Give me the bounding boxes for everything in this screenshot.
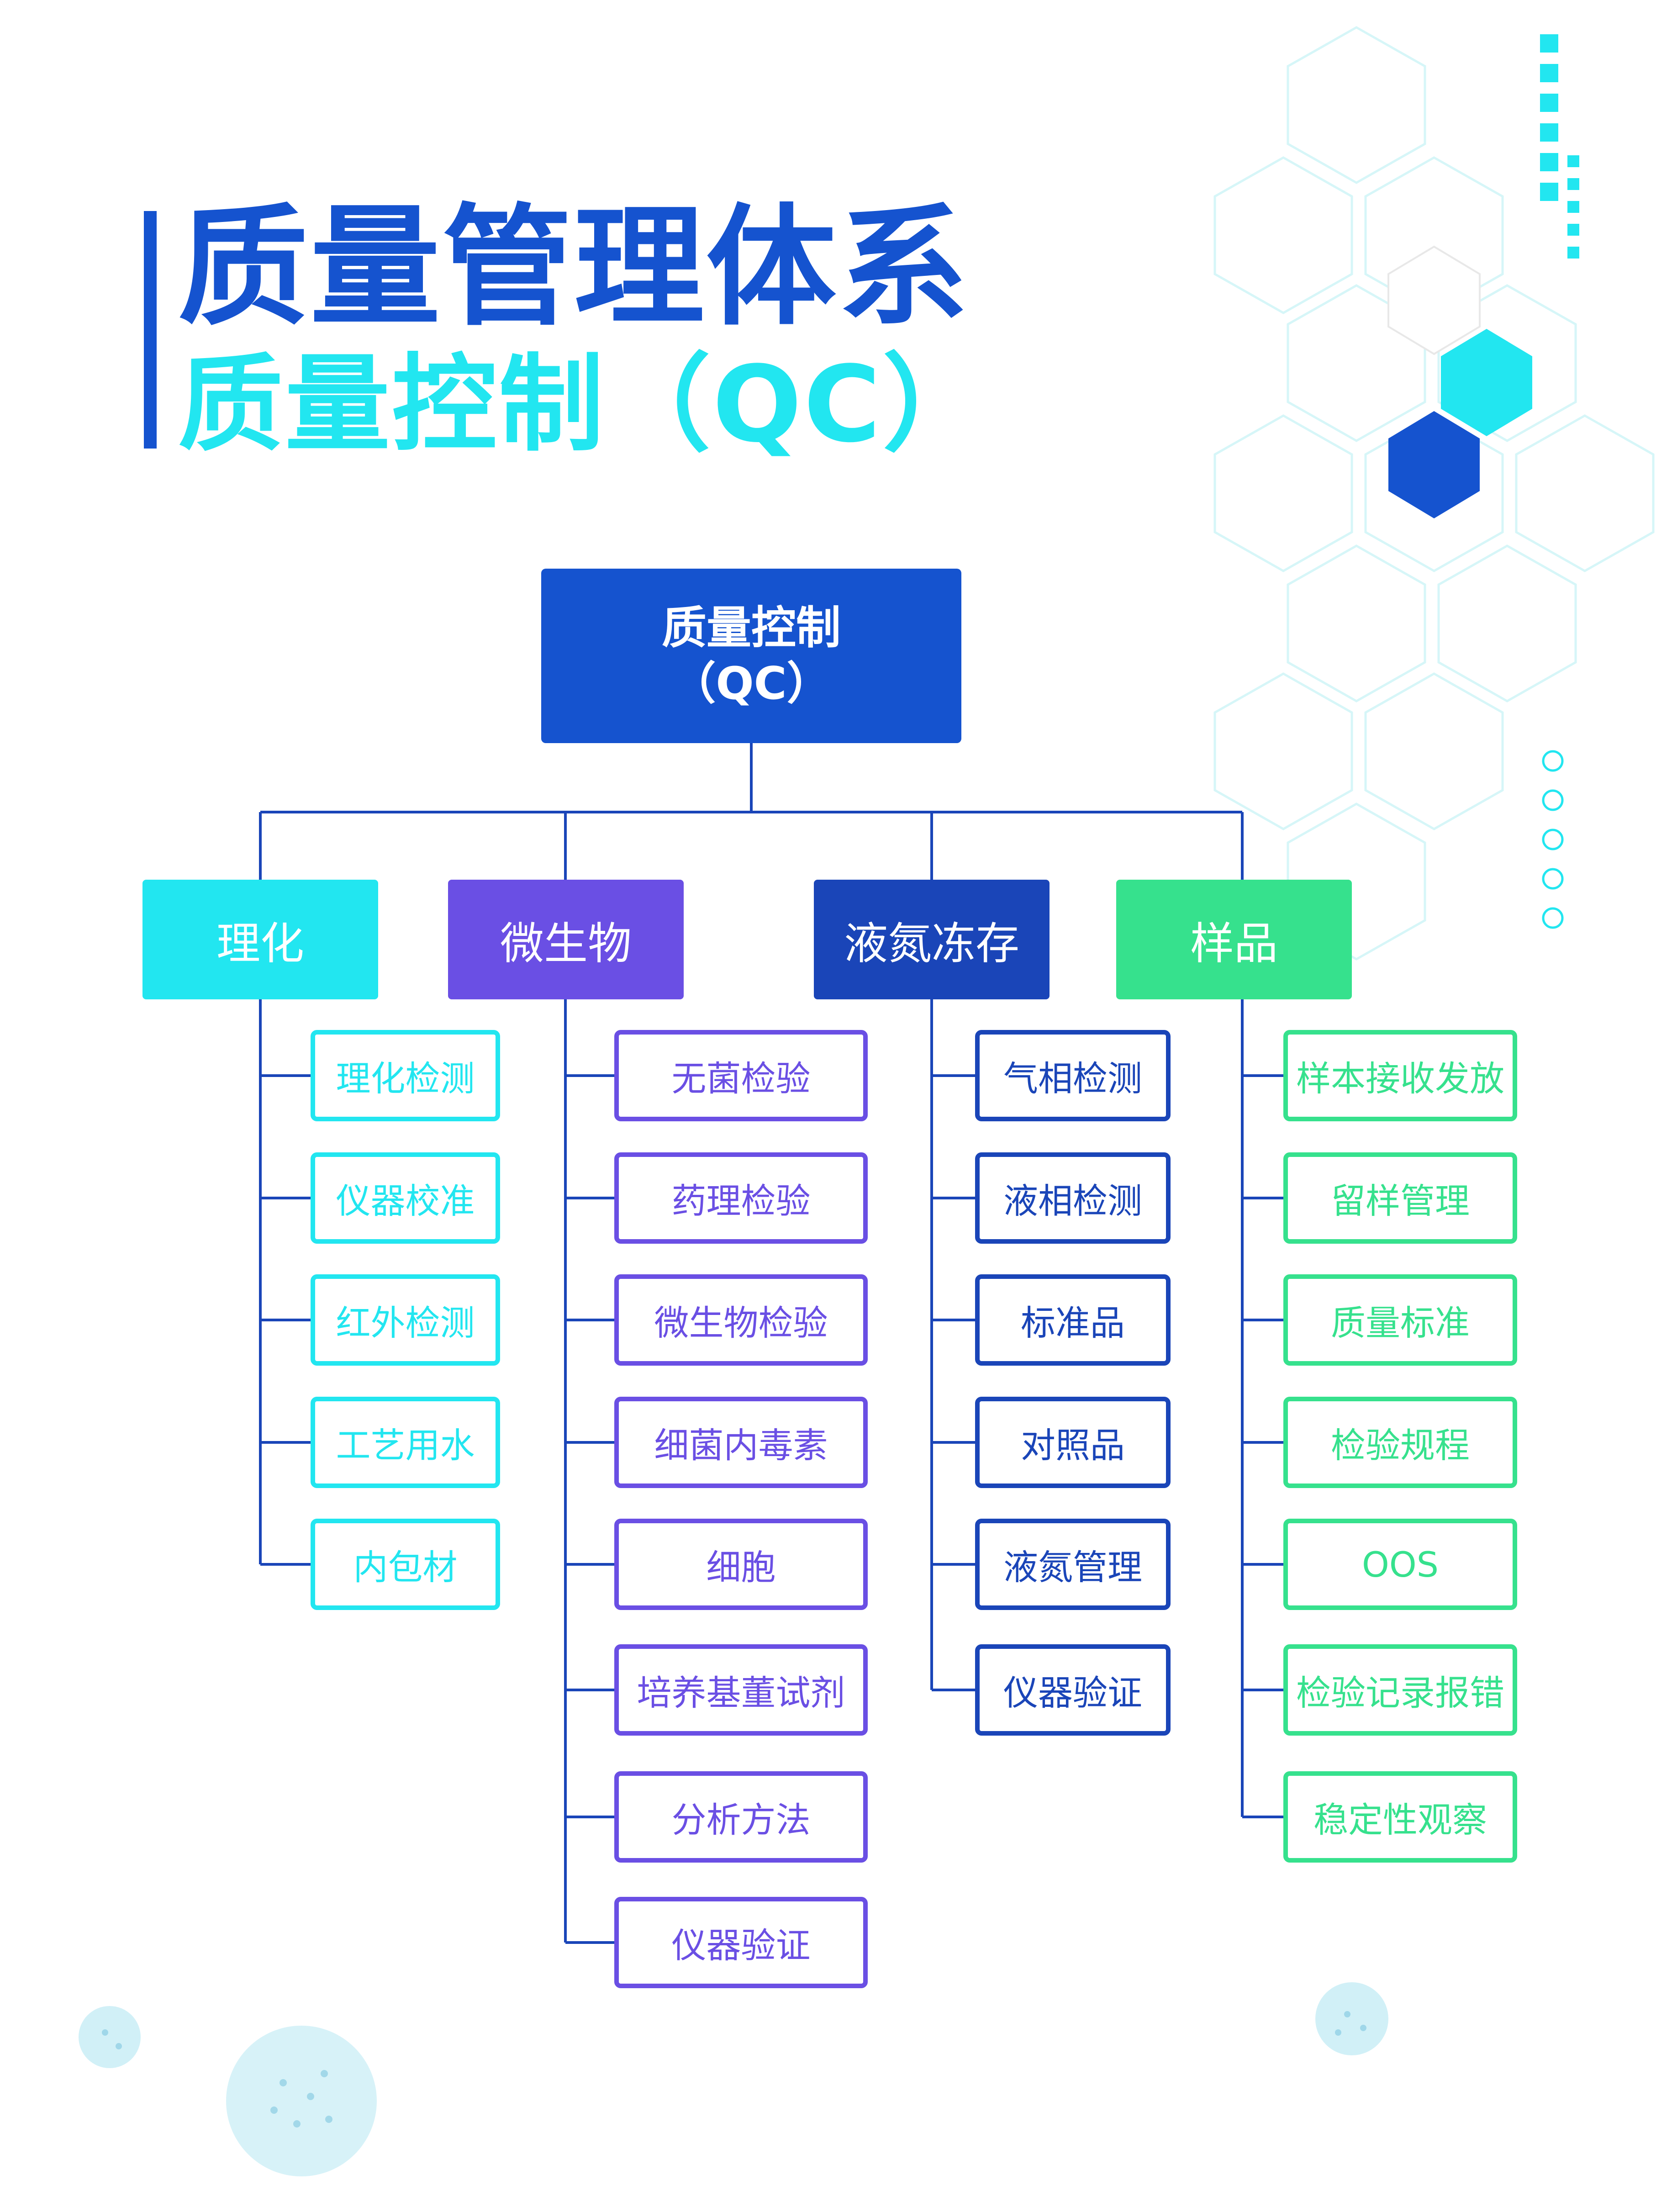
category-microbiology: 微生物	[448, 880, 684, 999]
leaf-node: 分析方法	[614, 1771, 868, 1863]
leaf-node: 理化检测	[311, 1030, 500, 1121]
category-label: 理化	[216, 918, 304, 969]
leaf-label: 留样管理	[1331, 1181, 1470, 1221]
category-sample: 样品	[1116, 880, 1352, 999]
leaf-label: 理化检测	[336, 1058, 475, 1099]
page-subtitle: 质量控制（QC）	[178, 344, 990, 466]
leaf-label: 培养基董试剂	[637, 1673, 845, 1713]
leaf-label: 标准品	[1021, 1303, 1125, 1343]
leaf-label: 气相检测	[1003, 1058, 1142, 1099]
leaf-label: 细菌内毒素	[654, 1425, 828, 1466]
category-label: 液氮冻存	[844, 918, 1019, 969]
leaf-node: 红外检测	[311, 1274, 500, 1366]
leaf-node: 标准品	[975, 1274, 1171, 1366]
page-title: 质量管理体系	[178, 192, 970, 343]
title-accent-bar	[144, 211, 157, 449]
leaf-label: 细胞	[706, 1547, 776, 1588]
leaf-label: 稳定性观察	[1313, 1800, 1487, 1840]
leaf-label: 液相检测	[1003, 1181, 1142, 1221]
leaf-label: 仪器验证	[671, 1925, 811, 1966]
leaf-label: 药理检验	[671, 1181, 811, 1221]
leaf-node: 仪器验证	[614, 1897, 868, 1988]
leaf-node: 气相检测	[975, 1030, 1171, 1121]
leaf-node: 无菌检验	[614, 1030, 868, 1121]
category-liquid-nitrogen: 液氮冻存	[814, 880, 1050, 999]
leaf-node: 仪器验证	[975, 1644, 1171, 1736]
leaf-label: 检验记录报错	[1296, 1673, 1504, 1713]
leaf-node: 样本接收发放	[1283, 1030, 1517, 1121]
leaf-node: 留样管理	[1283, 1152, 1517, 1244]
leaf-node: 仪器校准	[311, 1152, 500, 1244]
root-label: 质量控制	[661, 602, 841, 654]
leaf-node: 培养基董试剂	[614, 1644, 868, 1736]
leaf-label: 工艺用水	[336, 1425, 475, 1466]
leaf-label: 仪器验证	[1003, 1673, 1142, 1713]
leaf-node: 内包材	[311, 1519, 500, 1610]
leaf-label: 分析方法	[671, 1800, 811, 1840]
leaf-label: OOS	[1362, 1544, 1439, 1585]
leaf-node: 检验规程	[1283, 1397, 1517, 1488]
leaf-label: 红外检测	[336, 1303, 475, 1343]
leaf-node: OOS	[1283, 1519, 1517, 1610]
leaf-label: 质量标准	[1331, 1303, 1470, 1343]
leaf-node: 细胞	[614, 1519, 868, 1610]
leaf-node: 液相检测	[975, 1152, 1171, 1244]
leaf-label: 对照品	[1021, 1425, 1125, 1466]
leaf-label: 微生物检验	[654, 1303, 828, 1343]
leaf-label: 无菌检验	[671, 1058, 811, 1099]
leaf-label: 液氮管理	[1003, 1547, 1142, 1588]
category-label: 微生物	[500, 918, 632, 969]
leaf-node: 液氮管理	[975, 1519, 1171, 1610]
leaf-node: 对照品	[975, 1397, 1171, 1488]
leaf-node: 质量标准	[1283, 1274, 1517, 1366]
category-label: 样品	[1190, 918, 1278, 969]
leaf-node: 药理检验	[614, 1152, 868, 1244]
root-sublabel: （QC）	[671, 658, 832, 710]
root-node: 质量控制 （QC）	[541, 569, 961, 743]
leaf-node: 工艺用水	[311, 1397, 500, 1488]
leaf-label: 仪器校准	[336, 1181, 475, 1221]
leaf-label: 样本接收发放	[1296, 1058, 1504, 1099]
leaf-node: 细菌内毒素	[614, 1397, 868, 1488]
leaf-node: 检验记录报错	[1283, 1644, 1517, 1736]
category-physchem: 理化	[142, 880, 378, 999]
leaf-label: 检验规程	[1331, 1425, 1470, 1466]
leaf-node: 稳定性观察	[1283, 1771, 1517, 1863]
leaf-label: 内包材	[353, 1547, 458, 1588]
leaf-node: 微生物检验	[614, 1274, 868, 1366]
